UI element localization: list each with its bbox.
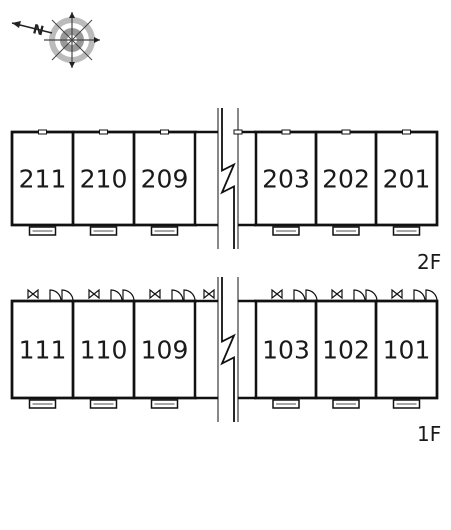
unit-number: 210 bbox=[80, 165, 128, 194]
meter-box-icon bbox=[391, 288, 403, 300]
floor-2f-plan: 211 210 209 203 202 201 bbox=[10, 108, 439, 249]
door-swing bbox=[413, 289, 426, 302]
unit-box bbox=[374, 299, 439, 400]
door-mark bbox=[233, 129, 243, 135]
door-swing bbox=[122, 289, 135, 302]
floor-label-2f: 2F bbox=[417, 250, 441, 274]
north-arrow-icon bbox=[12, 21, 21, 28]
unit-number: 201 bbox=[383, 165, 431, 194]
north-label: N bbox=[31, 22, 45, 39]
unit-number: 103 bbox=[262, 336, 310, 365]
unit-number: 101 bbox=[383, 336, 431, 365]
break-line bbox=[220, 277, 236, 422]
meter-box-icon bbox=[271, 288, 283, 300]
floor-1f-plan: 111 110 109 103 102 101 bbox=[10, 277, 439, 422]
door-swing bbox=[293, 289, 306, 302]
door-mark bbox=[38, 129, 47, 135]
break-line bbox=[220, 108, 236, 249]
unit-number: 209 bbox=[141, 165, 189, 194]
unit-number: 211 bbox=[19, 165, 67, 194]
door-mark bbox=[341, 129, 351, 135]
unit-number: 110 bbox=[80, 336, 128, 365]
unit-number: 109 bbox=[141, 336, 189, 365]
door-swing bbox=[110, 289, 123, 302]
meter-box-icon bbox=[331, 288, 343, 300]
door-mark bbox=[281, 129, 291, 135]
door-swing bbox=[365, 289, 378, 302]
door-mark bbox=[99, 129, 108, 135]
door-swing bbox=[353, 289, 366, 302]
meter-box-icon bbox=[27, 288, 39, 300]
unit-number: 102 bbox=[322, 336, 370, 365]
unit-box bbox=[132, 299, 197, 400]
unit-number: 203 bbox=[262, 165, 310, 194]
unit-number: 202 bbox=[322, 165, 370, 194]
meter-box-icon bbox=[203, 288, 215, 300]
door-mark bbox=[402, 129, 411, 135]
compass-icon: N bbox=[11, 12, 100, 68]
door-swing bbox=[425, 289, 438, 302]
meter-box-icon bbox=[88, 288, 100, 300]
unit-number: 111 bbox=[19, 336, 67, 365]
door-mark bbox=[160, 129, 169, 135]
door-swing bbox=[171, 289, 184, 302]
door-swing bbox=[305, 289, 318, 302]
door-swing bbox=[183, 289, 196, 302]
meter-box-icon bbox=[149, 288, 161, 300]
door-swing bbox=[61, 289, 74, 302]
floor-label-1f: 1F bbox=[417, 422, 441, 446]
door-swing bbox=[49, 289, 62, 302]
